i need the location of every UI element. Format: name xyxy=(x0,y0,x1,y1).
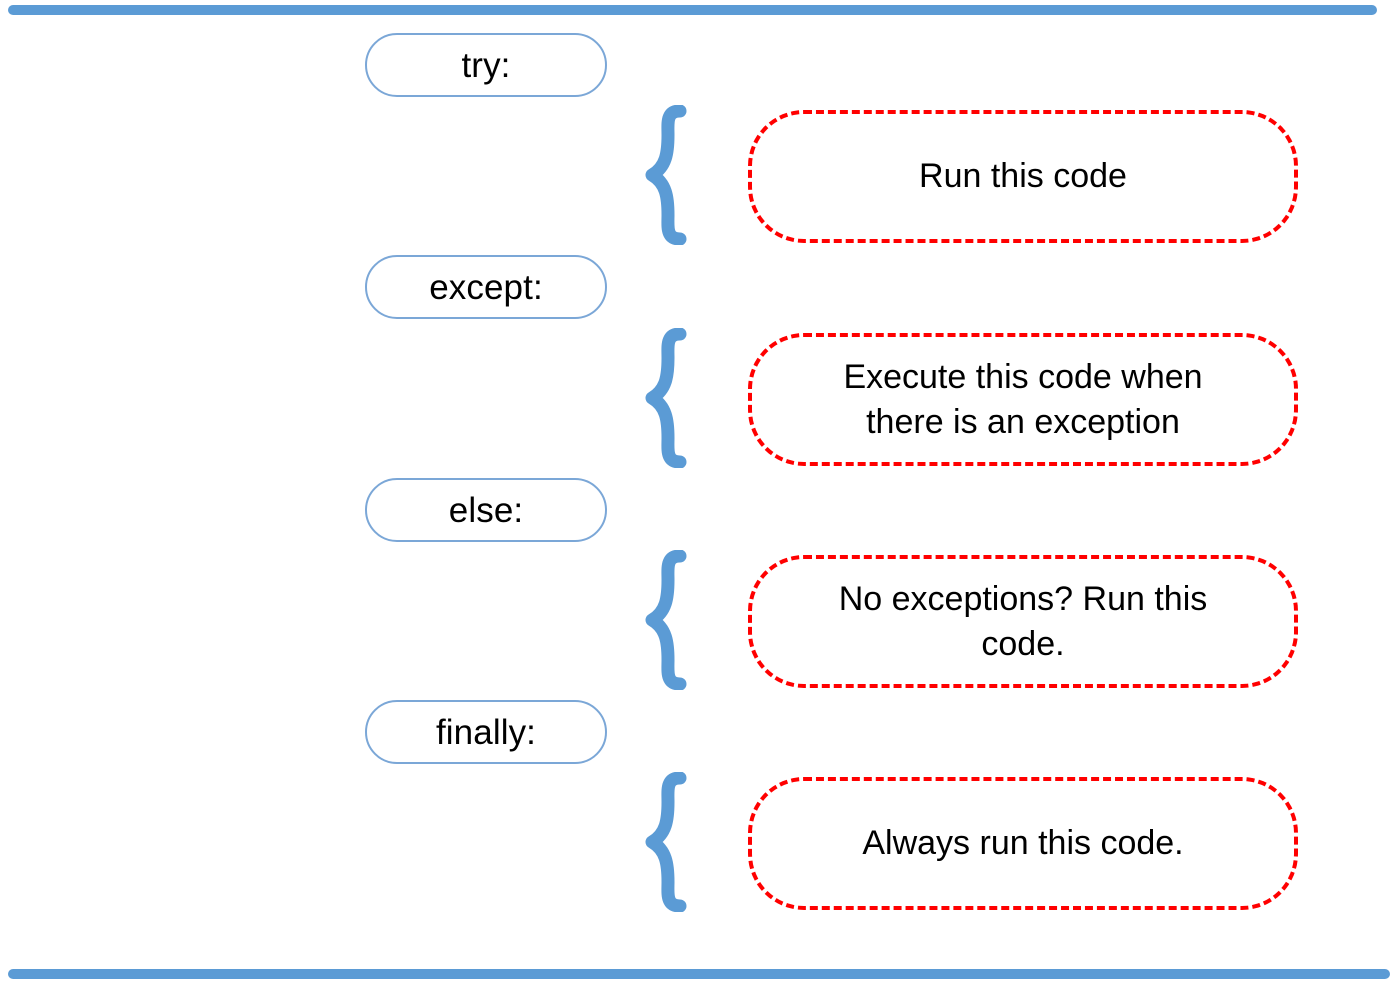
bottom-divider-rule xyxy=(8,969,1390,979)
curly-brace-icon xyxy=(640,327,688,469)
description-callout-finally: Always run this code. xyxy=(748,777,1298,910)
keyword-pill-finally: finally: xyxy=(365,700,607,764)
top-divider-rule xyxy=(8,5,1377,15)
curly-brace-icon xyxy=(640,104,688,246)
block-row-except: Execute this code when there is an excep… xyxy=(640,327,1340,469)
description-callout-try: Run this code xyxy=(748,110,1298,243)
description-callout-try-text: Run this code xyxy=(919,157,1127,196)
keyword-pill-except: except: xyxy=(365,255,607,319)
block-row-try: Run this code xyxy=(640,104,1340,246)
keyword-pill-try-label: try: xyxy=(461,45,511,85)
description-callout-else: No exceptions? Run this code. xyxy=(748,555,1298,688)
keyword-pill-else: else: xyxy=(365,478,607,542)
description-callout-except: Execute this code when there is an excep… xyxy=(748,333,1298,466)
keyword-pill-finally-label: finally: xyxy=(435,712,536,752)
description-callout-except-text: Execute this code when there is an excep… xyxy=(843,357,1203,441)
curly-brace-icon xyxy=(640,771,688,913)
keyword-pill-else-label: else: xyxy=(448,490,524,530)
description-callout-else-text: No exceptions? Run this code. xyxy=(838,579,1208,663)
block-row-finally: Always run this code. xyxy=(640,771,1340,913)
keyword-pill-try: try: xyxy=(365,33,607,97)
curly-brace-icon xyxy=(640,549,688,691)
keyword-pill-except-label: except: xyxy=(429,267,543,307)
description-callout-finally-text: Always run this code. xyxy=(862,824,1184,863)
block-row-else: No exceptions? Run this code. xyxy=(640,549,1340,691)
